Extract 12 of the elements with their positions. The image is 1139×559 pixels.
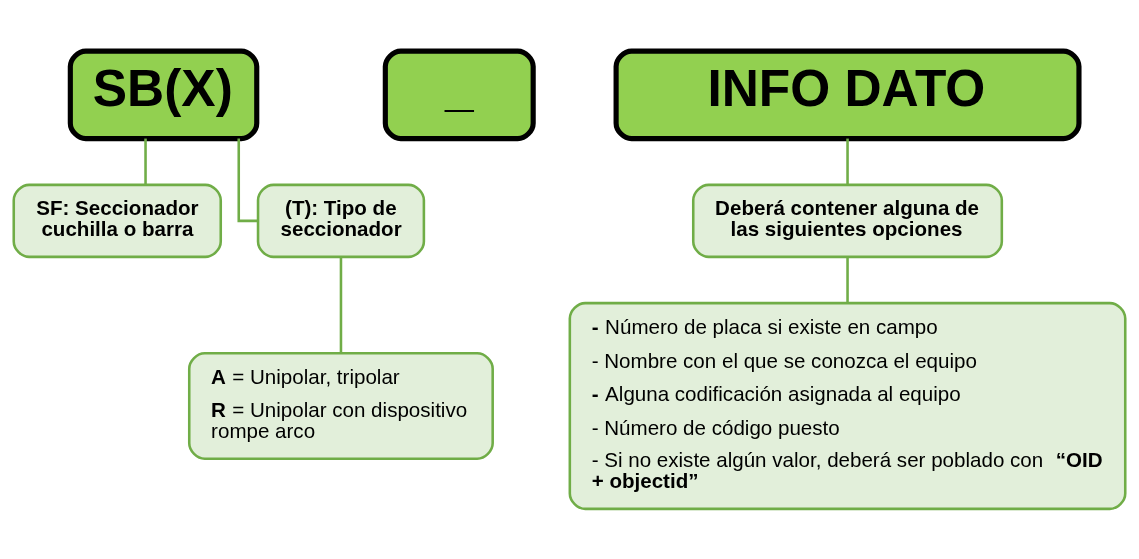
connector [144,138,147,185]
node-box: Deberá contener alguna de las siguientes opciones [691,183,1004,258]
connector [846,138,849,185]
node-box: SF: Seccionador cuchilla o barra [12,183,223,258]
connector [846,256,849,303]
node-box: (T): Tipo de seccionador [256,183,426,258]
node-box: _ [382,48,536,141]
node-box: - Número de placa si existe en campo - Nombre con el que se conozca el equipo - Alguna codificación asignada al equipo - Número de código puesto - Si no existe algún valor, deberá ser poblado con “OID + objectid” [568,301,1127,510]
node-box: SB(X) [67,48,260,141]
node-box: A = Unipolar, tripolar R = Unipolar con dispositivo rompe arco [187,351,494,460]
node-box: INFO DATO [613,48,1082,141]
connector [339,256,343,353]
